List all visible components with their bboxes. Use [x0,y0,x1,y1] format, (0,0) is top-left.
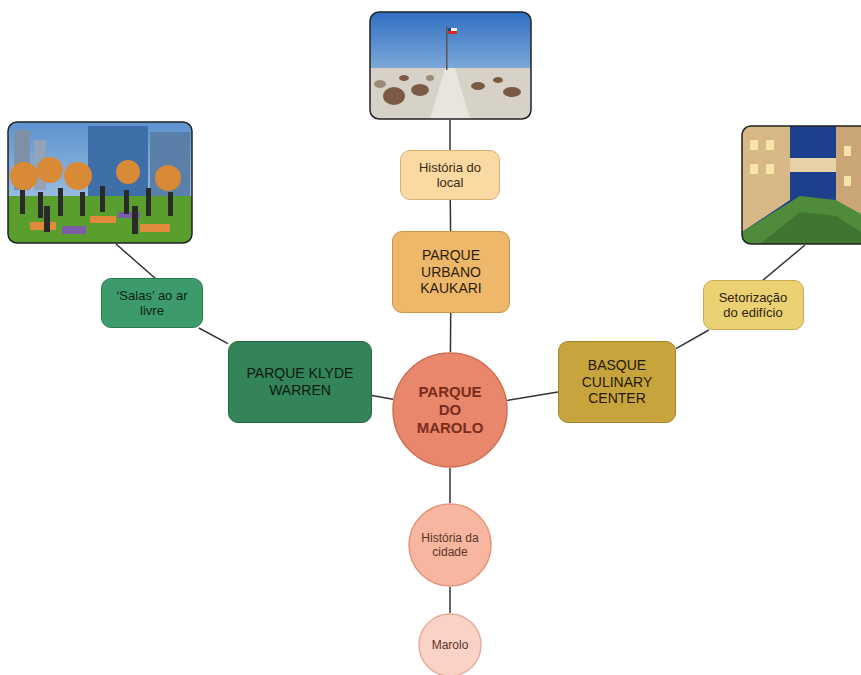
node-label: História do local [408,160,492,191]
park-photo [370,12,531,119]
reference-box: PARQUE URBANO KAUKARI [392,231,510,313]
park-photo [8,122,192,243]
topic-circle: História da cidade [408,503,492,587]
connector-line [199,328,228,344]
node-label: ‘Salas’ ao ar livre [109,288,195,319]
topic-box: Setorização do edifício [703,280,804,330]
node-label: História da cidade [419,531,481,559]
photo-frame [370,12,531,119]
photo-frame [8,122,192,243]
node-label: Setorização do edifício [711,290,796,321]
text-group: ‘Salas’ ao ar livre [109,288,195,319]
text-group: PARQUE DO MAROLO [407,383,493,436]
leader-line [449,120,451,150]
connector-line [450,313,452,352]
photo-frame [742,126,861,244]
node-label: PARQUE KLYDE WARREN [236,365,364,398]
connector-line [676,330,709,349]
central-circle: PARQUE DO MAROLO [392,352,508,468]
topic-circle: Marolo [418,613,482,675]
text-group: BASQUE CULINARY CENTER [566,357,668,407]
connector-line [450,200,452,231]
topic-box: ‘Salas’ ao ar livre [101,278,203,328]
text-group: História do local [408,160,492,191]
leader-line [116,244,156,279]
topic-box: História do local [400,150,500,200]
text-group: PARQUE URBANO KAUKARI [400,247,502,297]
node-label: PARQUE DO MAROLO [407,383,493,436]
building-photo [742,126,861,244]
text-group: PARQUE KLYDE WARREN [236,365,364,398]
reference-box: BASQUE CULINARY CENTER [558,341,676,423]
leader-line [762,245,805,281]
connector-line [372,395,393,399]
connector-line [449,468,451,503]
node-label: BASQUE CULINARY CENTER [566,357,668,407]
node-label: PARQUE URBANO KAUKARI [400,247,502,297]
reference-box: PARQUE KLYDE WARREN [228,341,372,423]
connector-line [507,392,558,401]
node-label: Marolo [426,638,473,652]
text-group: Marolo [426,638,473,652]
text-group: Setorização do edifício [711,290,796,321]
connector-line [449,587,451,613]
text-group: História da cidade [419,531,481,559]
